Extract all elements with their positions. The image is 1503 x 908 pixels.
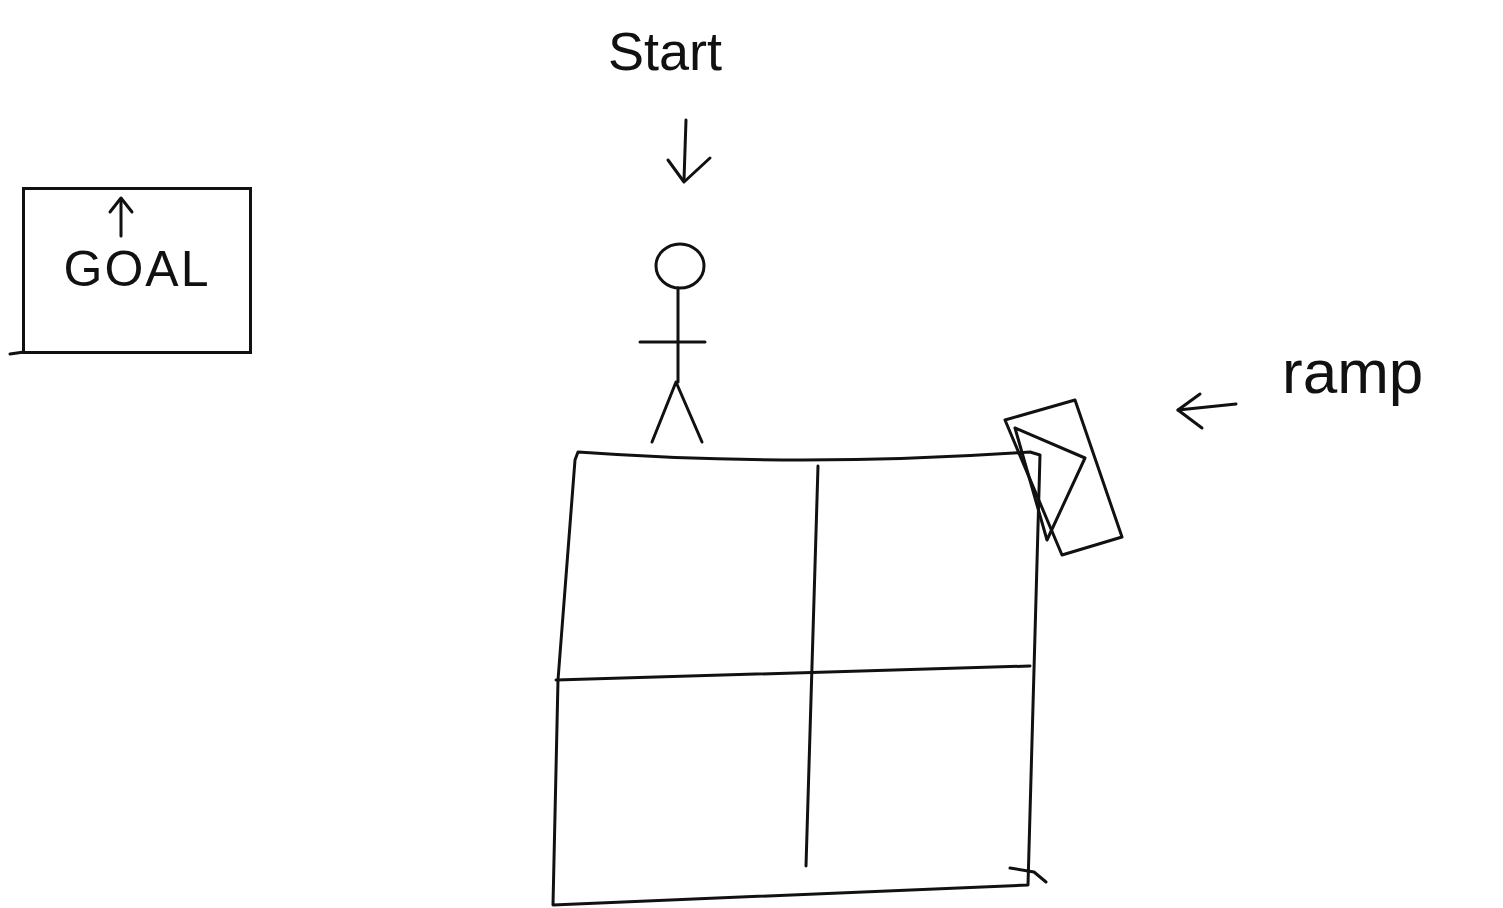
ramp-triangle xyxy=(1015,428,1085,540)
start-arrow-head xyxy=(668,158,710,182)
ramp-arrow-head xyxy=(1178,394,1202,428)
ramp-label: ramp xyxy=(1282,338,1423,406)
start-label: Start xyxy=(608,22,722,81)
grid-corner-mark xyxy=(1010,868,1046,882)
grid-line xyxy=(806,466,818,866)
up-arrow xyxy=(120,200,123,236)
goal-box: GOAL xyxy=(22,187,252,354)
ramp-block xyxy=(1005,400,1122,555)
box-label: GOAL xyxy=(25,242,249,297)
grid-line xyxy=(556,666,1030,680)
up-arrow-head xyxy=(110,198,132,212)
start-arrow xyxy=(684,120,686,180)
figure-legs xyxy=(652,382,702,442)
figure-body xyxy=(677,288,680,382)
figure-arms xyxy=(640,341,705,344)
grid-outline xyxy=(553,452,1040,905)
figure-head xyxy=(656,244,704,288)
